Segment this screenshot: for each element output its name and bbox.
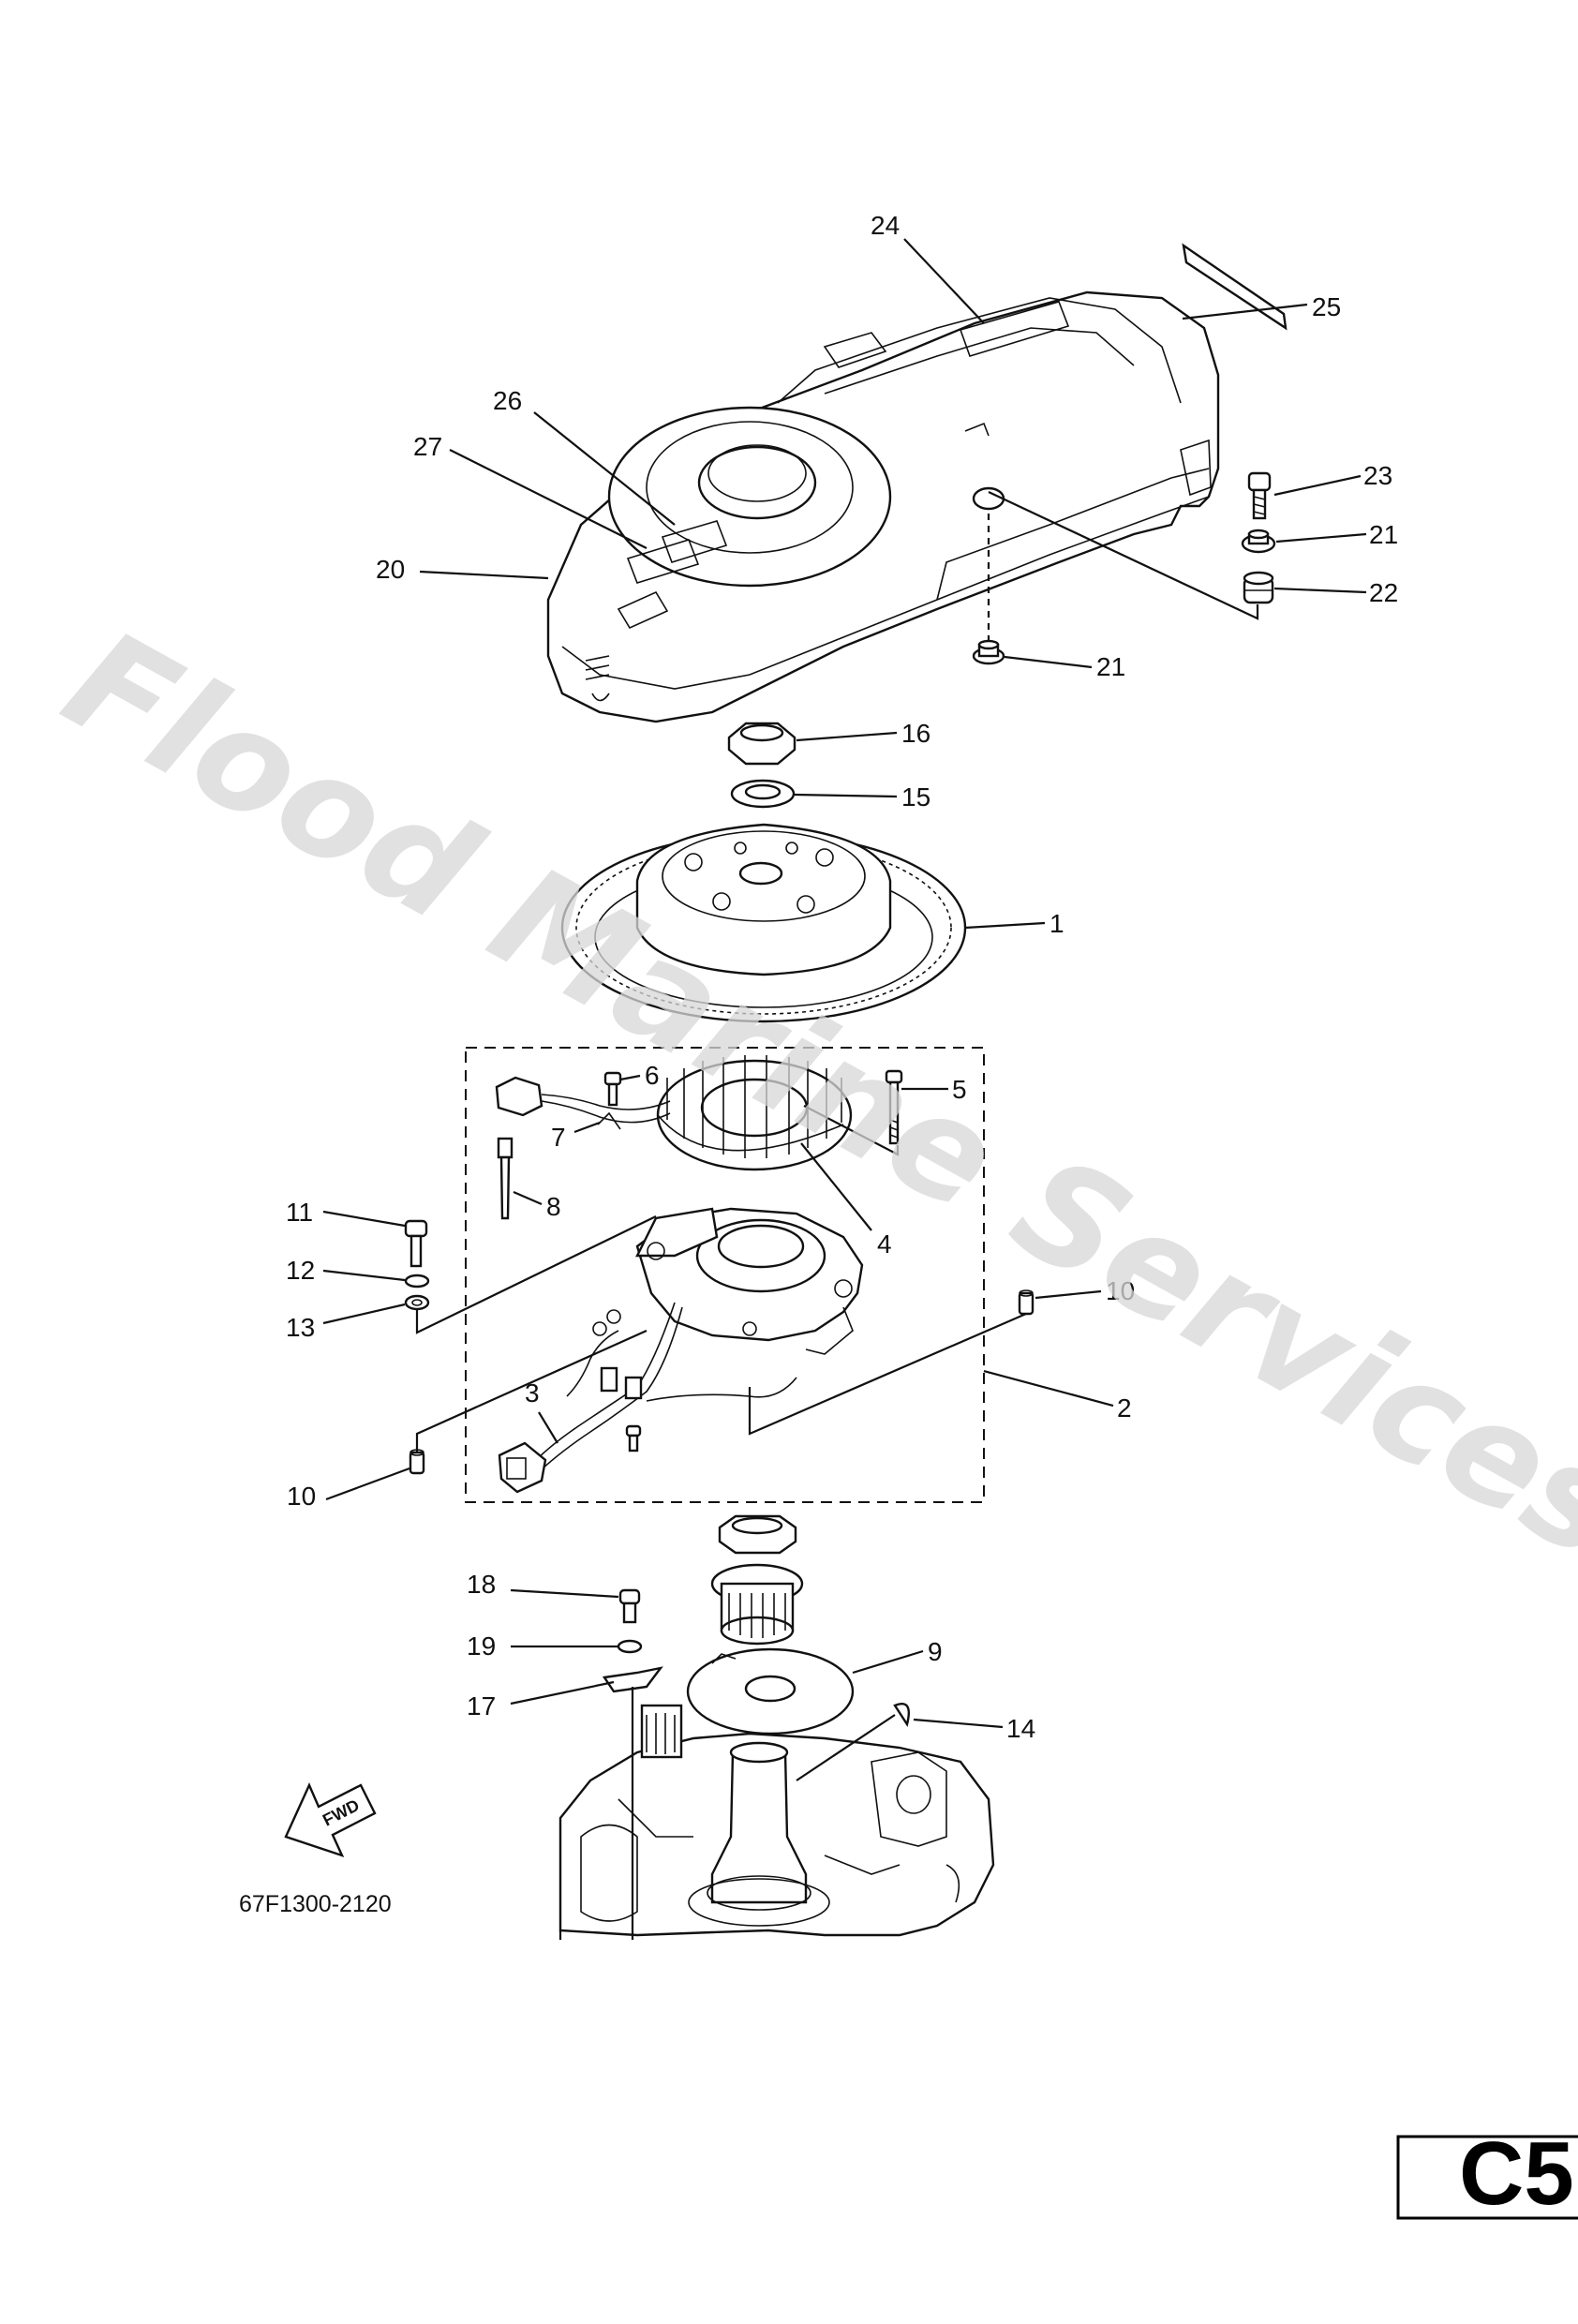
wire-harness-3 [498,1302,797,1494]
bolt-11 [404,1219,428,1268]
clamp-8 [497,1137,514,1220]
page-id: C5 [1459,2123,1574,2224]
flywheel-cover [546,290,1220,723]
base-plate-assembly [635,1207,864,1355]
stator-lead-7 [495,1076,671,1130]
callout-9: 9 [928,1637,943,1666]
callout-13: 13 [286,1313,315,1342]
watermark-text: Flood Marine Services [40,599,1578,1590]
bolt-5 [885,1069,903,1145]
callout-21-upper: 21 [1369,520,1398,549]
washer-13 [404,1294,430,1311]
drive-gear [710,1563,804,1646]
leader-lines [322,238,1367,1781]
bolt-18 [618,1588,641,1624]
callout-21-lower: 21 [1096,652,1125,681]
callout-15: 15 [901,782,930,812]
fwd-arrow: FWD [284,1782,377,1858]
stator-coil-4 [656,1055,853,1171]
callout-5: 5 [952,1075,967,1104]
plate-9 [686,1647,855,1736]
bolt-6 [603,1071,622,1107]
callout-8: 8 [546,1192,561,1221]
nut-16 [727,722,796,766]
washer-12 [404,1274,430,1289]
washer-19 [617,1639,643,1654]
callout-24: 24 [871,211,900,240]
callout-20: 20 [376,555,405,584]
callout-18: 18 [467,1570,496,1599]
callout-1: 1 [1050,909,1064,938]
flywheel-1 [560,823,967,1023]
callout-16: 16 [901,719,930,748]
label-plate-25 [1182,243,1288,331]
callout-numbers: 24 25 26 27 20 23 21 22 21 16 15 1 6 5 7… [286,211,1398,1743]
bolt-23 [1247,471,1272,520]
screw-small [625,1424,642,1452]
callout-26: 26 [493,386,522,415]
callout-10-left: 10 [287,1482,316,1511]
nut-lower [718,1514,797,1555]
callout-3: 3 [525,1378,540,1408]
page-id-box: C5 [1396,2123,1578,2224]
callout-14: 14 [1006,1714,1035,1743]
grommet-21-upper [1241,529,1276,554]
bracket-17 [602,1666,663,1693]
callout-6: 6 [645,1061,660,1090]
diagram-code: 67F1300-2120 [239,1891,392,1917]
callout-10-right: 10 [1106,1276,1135,1305]
callout-7: 7 [551,1123,566,1152]
washer-15 [730,779,796,809]
callout-11: 11 [286,1198,313,1227]
callout-2: 2 [1117,1393,1132,1423]
crankcase [558,1687,995,1940]
dowel-pin-10-left [409,1449,425,1475]
callout-17: 17 [467,1691,496,1721]
woodruff-key-14 [893,1703,911,1727]
dowel-pin-10-right [1018,1289,1035,1316]
callout-19: 19 [467,1631,496,1661]
callout-4: 4 [877,1229,892,1259]
callout-23: 23 [1363,461,1392,490]
grommet-22 [1243,571,1274,604]
callout-27: 27 [413,432,442,461]
callout-12: 12 [286,1256,315,1285]
grommet-21-lower [972,639,1005,665]
callout-25: 25 [1312,292,1341,321]
callout-22: 22 [1369,578,1398,607]
